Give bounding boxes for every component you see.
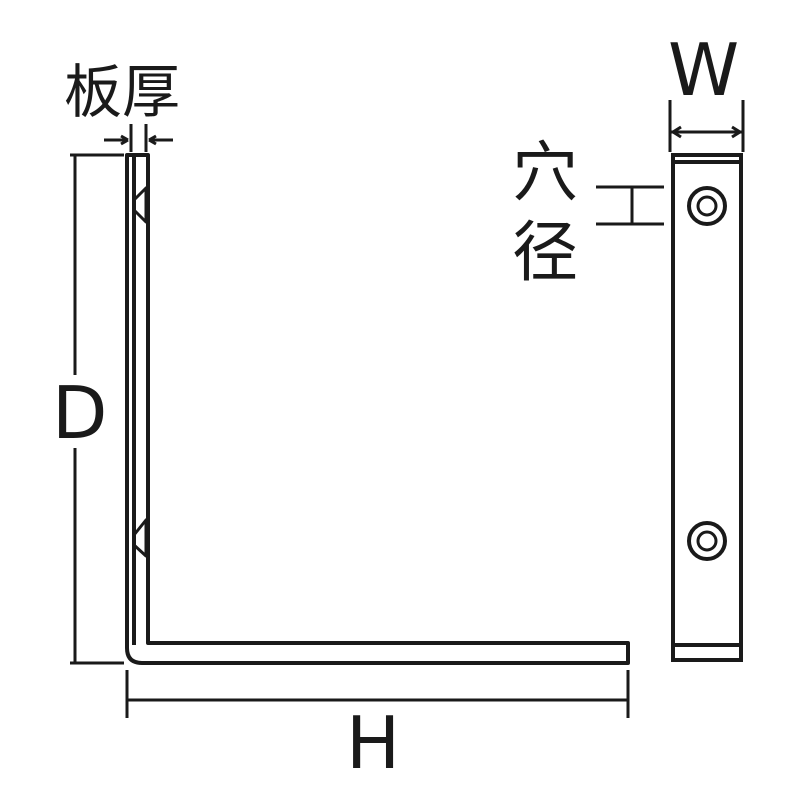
hole-diameter-label-1: 穴 <box>512 134 578 211</box>
hole-diameter-label-2: 径 <box>512 214 578 291</box>
depth-label: D <box>52 371 107 455</box>
depth-dimension <box>70 153 124 665</box>
front-plate-outline <box>671 153 743 662</box>
thickness-label: 板厚 <box>64 58 180 126</box>
width-dimension <box>668 100 745 152</box>
thickness-dimension <box>104 124 173 152</box>
bracket-front-view <box>671 153 743 662</box>
height-label: H <box>346 701 400 785</box>
height-dimension <box>125 670 630 718</box>
bracket-outer-edge <box>125 153 630 665</box>
bracket-rib-upper <box>132 186 148 224</box>
hole-lower <box>687 521 727 561</box>
l-bracket-side-view <box>125 153 630 665</box>
bracket-rib-lower <box>132 518 148 558</box>
hole-diameter-dimension <box>596 185 664 226</box>
hole-upper <box>687 186 727 226</box>
width-label: W <box>668 28 739 112</box>
